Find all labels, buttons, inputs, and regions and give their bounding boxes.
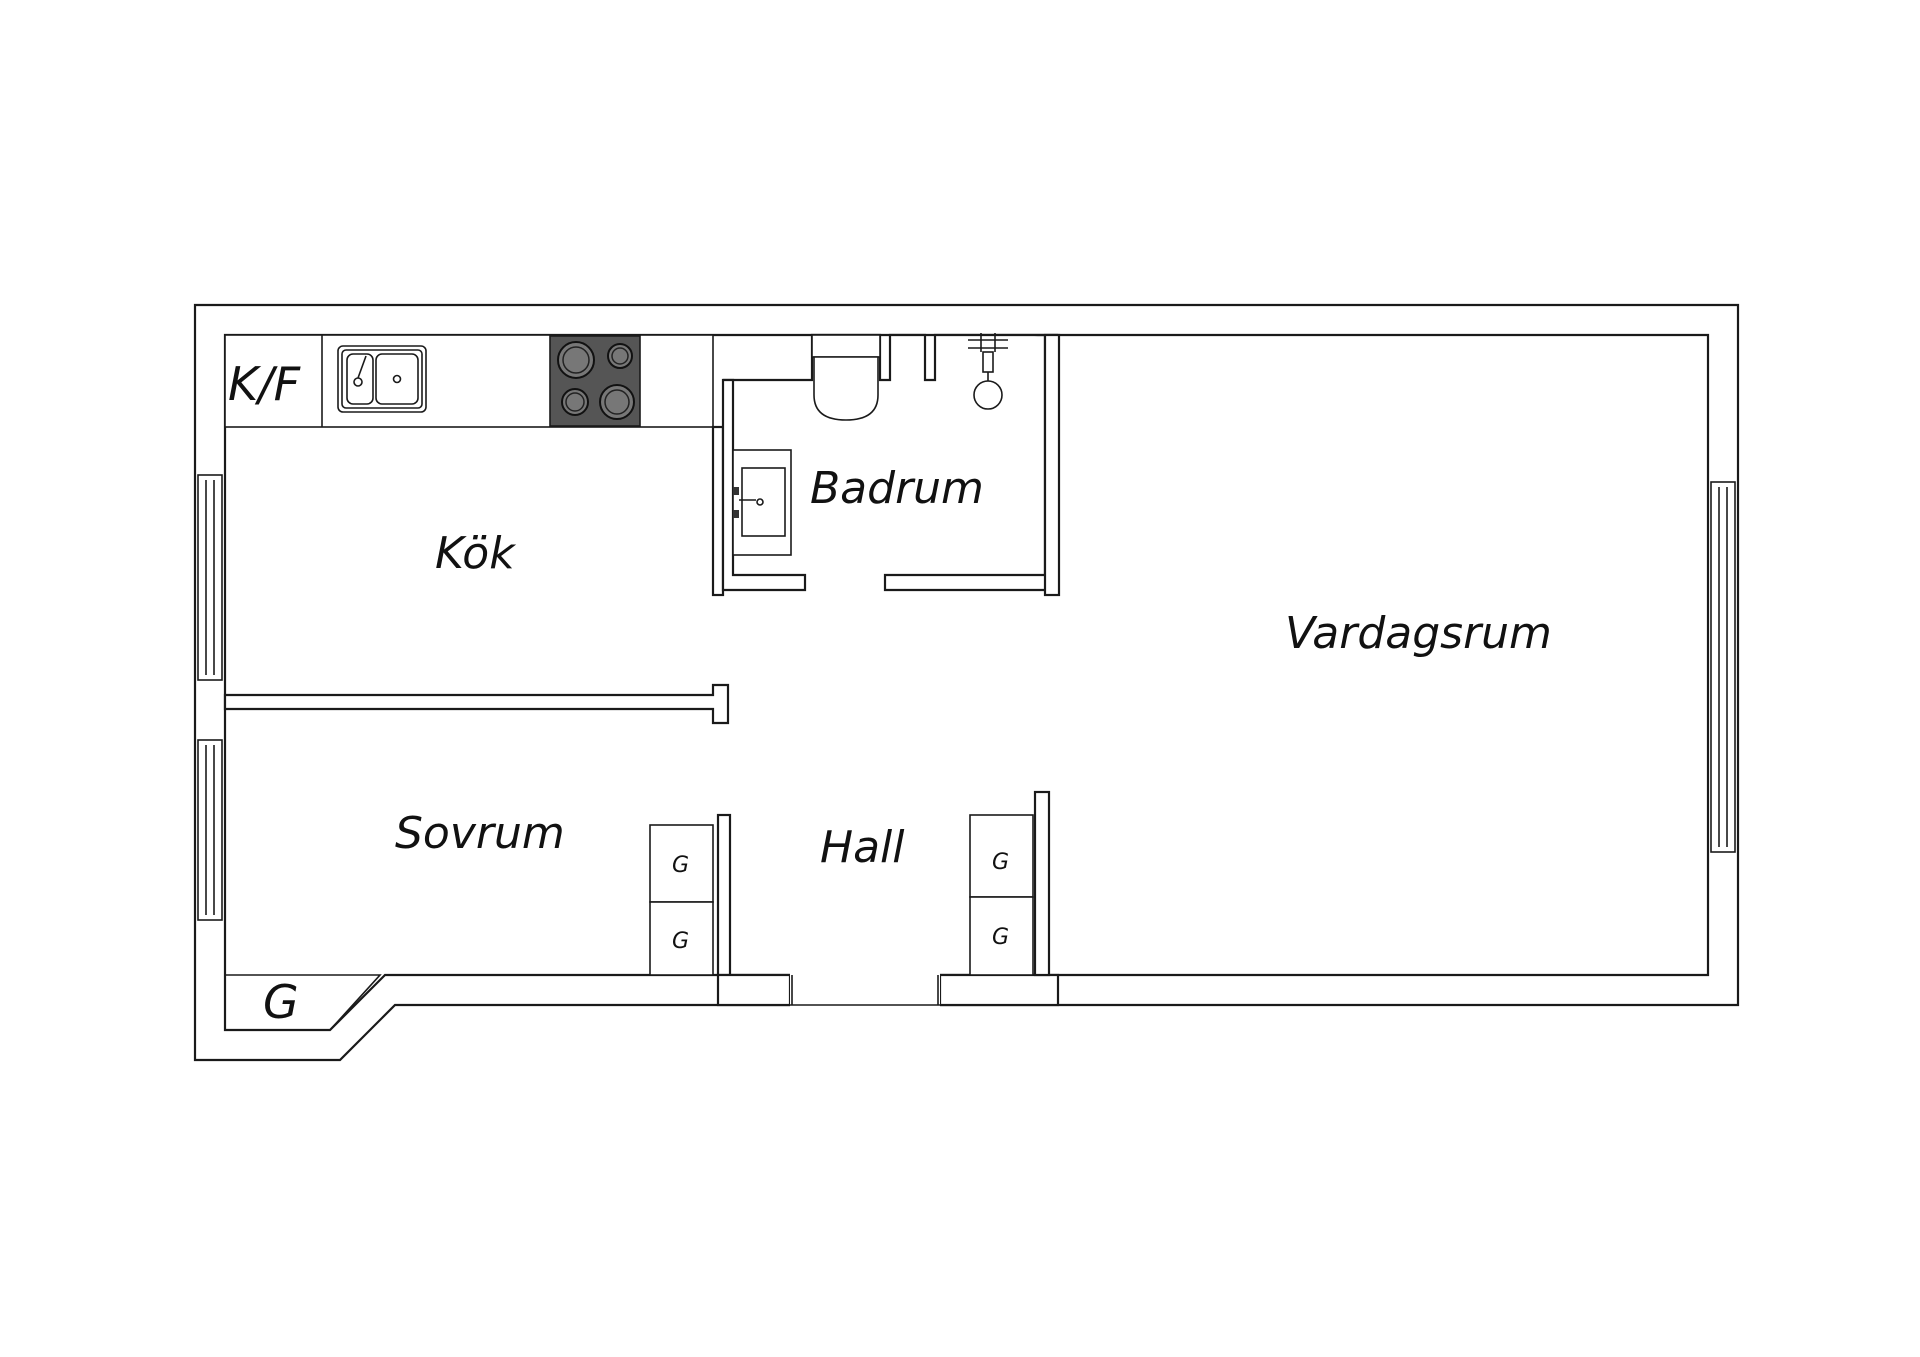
- closet-hall: [969, 814, 1034, 976]
- wall-bathroom-left: [721, 378, 807, 592]
- room-sovrum-label: Sovrum: [395, 808, 565, 859]
- room-badrum-label: Badrum: [810, 463, 984, 514]
- kitchen-counter: [224, 334, 714, 428]
- window-left-upper: [197, 474, 223, 681]
- closet-sovrum-lower-label: G: [672, 929, 689, 954]
- closet-hall-upper-label: G: [992, 850, 1009, 875]
- room-hall-label: Hall: [820, 822, 905, 873]
- room-vardagsrum-label: Vardagsrum: [1285, 608, 1552, 659]
- wall-sovrum-right: [716, 813, 732, 977]
- wall-bottom-right: [938, 973, 1060, 1007]
- wall-bottom-left: [716, 973, 792, 1007]
- wall-kitchen-right: [711, 425, 725, 597]
- wall-hall-right: [1033, 790, 1051, 977]
- entrance-gap: [790, 973, 940, 1007]
- closet-corner: [224, 974, 382, 1031]
- shower: [968, 333, 1008, 410]
- bathroom-sink: [732, 449, 792, 556]
- stove: [549, 335, 641, 427]
- fixture-kf-label: K/F: [228, 357, 301, 411]
- closet-corner-label: G: [263, 975, 299, 1029]
- room-kok-label: Kök: [435, 528, 516, 579]
- kitchen-sink: [337, 345, 427, 413]
- toilet: [811, 334, 881, 421]
- wall-kitchen-sovrum: [223, 683, 730, 725]
- closet-hall-lower-label: G: [992, 925, 1009, 950]
- wall-vardagsrum-left: [1043, 333, 1061, 597]
- closet-sovrum: [649, 824, 714, 976]
- closet-sovrum-upper-label: G: [672, 853, 689, 878]
- window-right: [1710, 481, 1736, 853]
- window-left-lower: [197, 739, 223, 921]
